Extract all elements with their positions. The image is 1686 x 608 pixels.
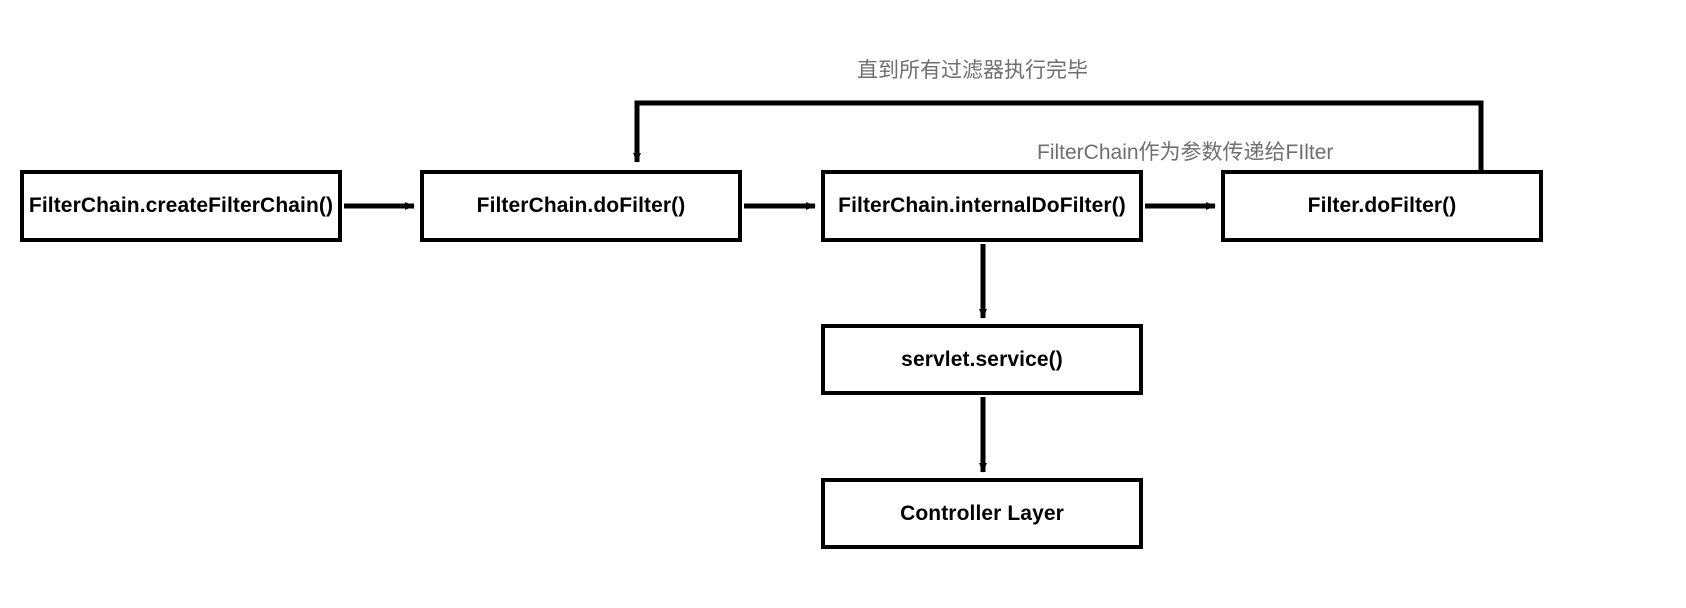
edge-filter-loopback-to-dofilter [633,100,1484,170]
node-controller-layer[interactable]: Controller Layer [821,478,1143,549]
node-servlet-service[interactable]: servlet.service() [821,324,1143,395]
node-label: Controller Layer [900,501,1064,525]
node-create-filter-chain[interactable]: FilterChain.createFilterChain() [20,170,342,242]
node-label: FilterChain.createFilterChain() [28,194,334,218]
loop-back-annotation: 直到所有过滤器执行完毕 [857,59,1088,82]
node-do-filter[interactable]: FilterChain.doFilter() [420,170,742,242]
filter-chain-param-annotation: FilterChain作为参数传递给FIlter [1037,141,1334,164]
node-filter-do-filter[interactable]: Filter.doFilter() [1221,170,1543,242]
node-internal-do-filter[interactable]: FilterChain.internalDoFilter() [821,170,1143,242]
node-label: FilterChain.doFilter() [476,194,686,218]
node-label: Filter.doFilter() [1307,194,1457,218]
node-label: servlet.service() [901,347,1063,371]
node-label: FilterChain.internalDoFilter() [838,194,1126,218]
